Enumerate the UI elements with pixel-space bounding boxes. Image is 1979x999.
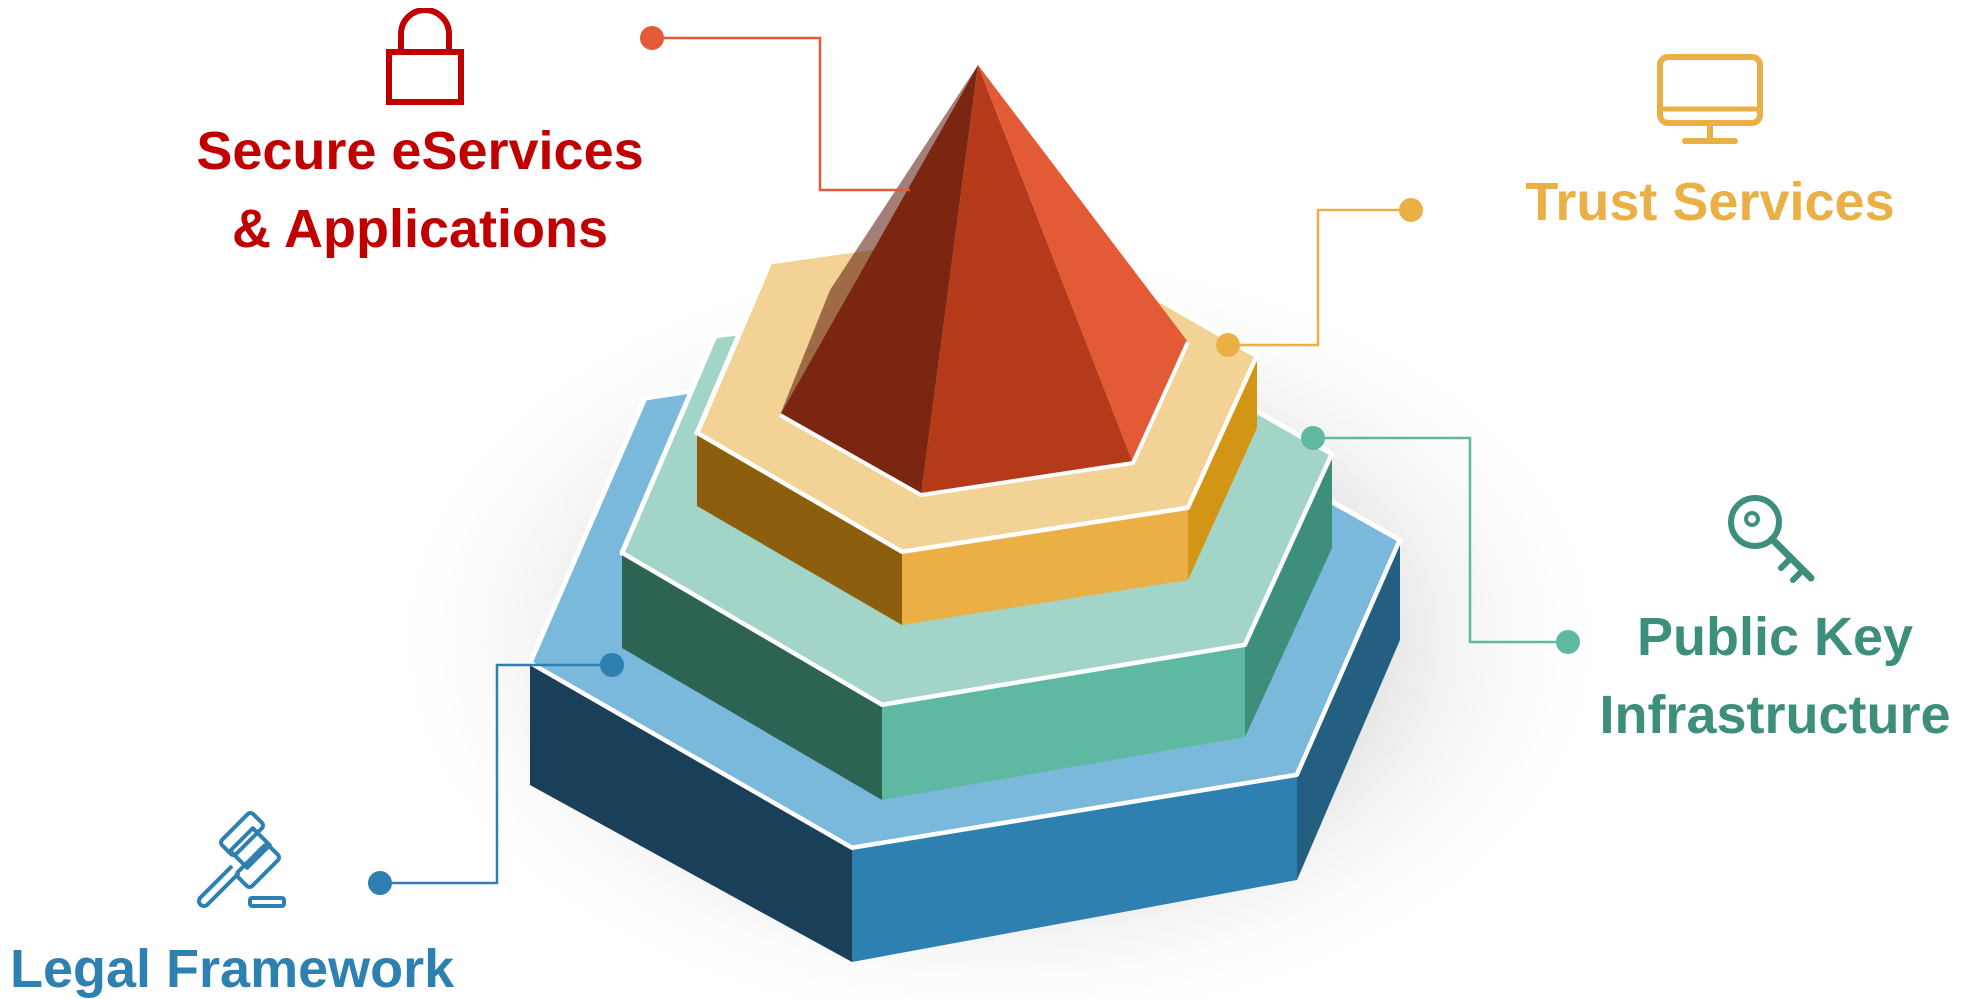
trust-right-face <box>1188 356 1257 580</box>
legal-right-face <box>1297 540 1400 880</box>
trust-front-face <box>902 508 1188 625</box>
pki-left-face <box>622 553 882 800</box>
legal-front-face <box>852 775 1297 962</box>
lock-icon <box>386 8 464 105</box>
monitor-icon <box>1657 54 1763 144</box>
pki-right-face <box>1245 454 1332 737</box>
label-public-key-infrastructure: Public Key Infrastructure <box>1580 598 1970 754</box>
label-trust-line-1: Trust Services <box>1525 172 1895 232</box>
label-secure-eservices: Secure eServices & Applications <box>150 112 690 268</box>
key-icon <box>1728 495 1815 583</box>
label-secure-line-2: & Applications <box>231 199 609 259</box>
label-trust-services: Trust Services <box>1500 163 1920 241</box>
gavel-icon <box>197 811 286 908</box>
layer-secure-eservices <box>779 65 1190 497</box>
pyramid-left-face <box>780 65 978 495</box>
pki-front-face <box>882 645 1245 800</box>
label-legal-line-1: Legal Framework <box>10 939 455 999</box>
label-secure-line-1: Secure eServices <box>196 121 644 181</box>
label-pki-line-1: Public Key <box>1636 607 1914 667</box>
connector-trust <box>1216 198 1423 357</box>
trust-left-face <box>697 433 902 625</box>
connector-legal <box>368 653 624 895</box>
label-pki-line-2: Infrastructure <box>1599 685 1951 745</box>
pyramid-right-face <box>978 65 1188 463</box>
label-legal-framework: Legal Framework <box>10 930 490 999</box>
pyramid-front-face <box>921 65 1133 495</box>
connector-secure <box>640 26 910 192</box>
connector-pki <box>1301 426 1580 654</box>
pyramid-back-edge <box>780 65 978 415</box>
legal-left-face <box>530 663 852 962</box>
